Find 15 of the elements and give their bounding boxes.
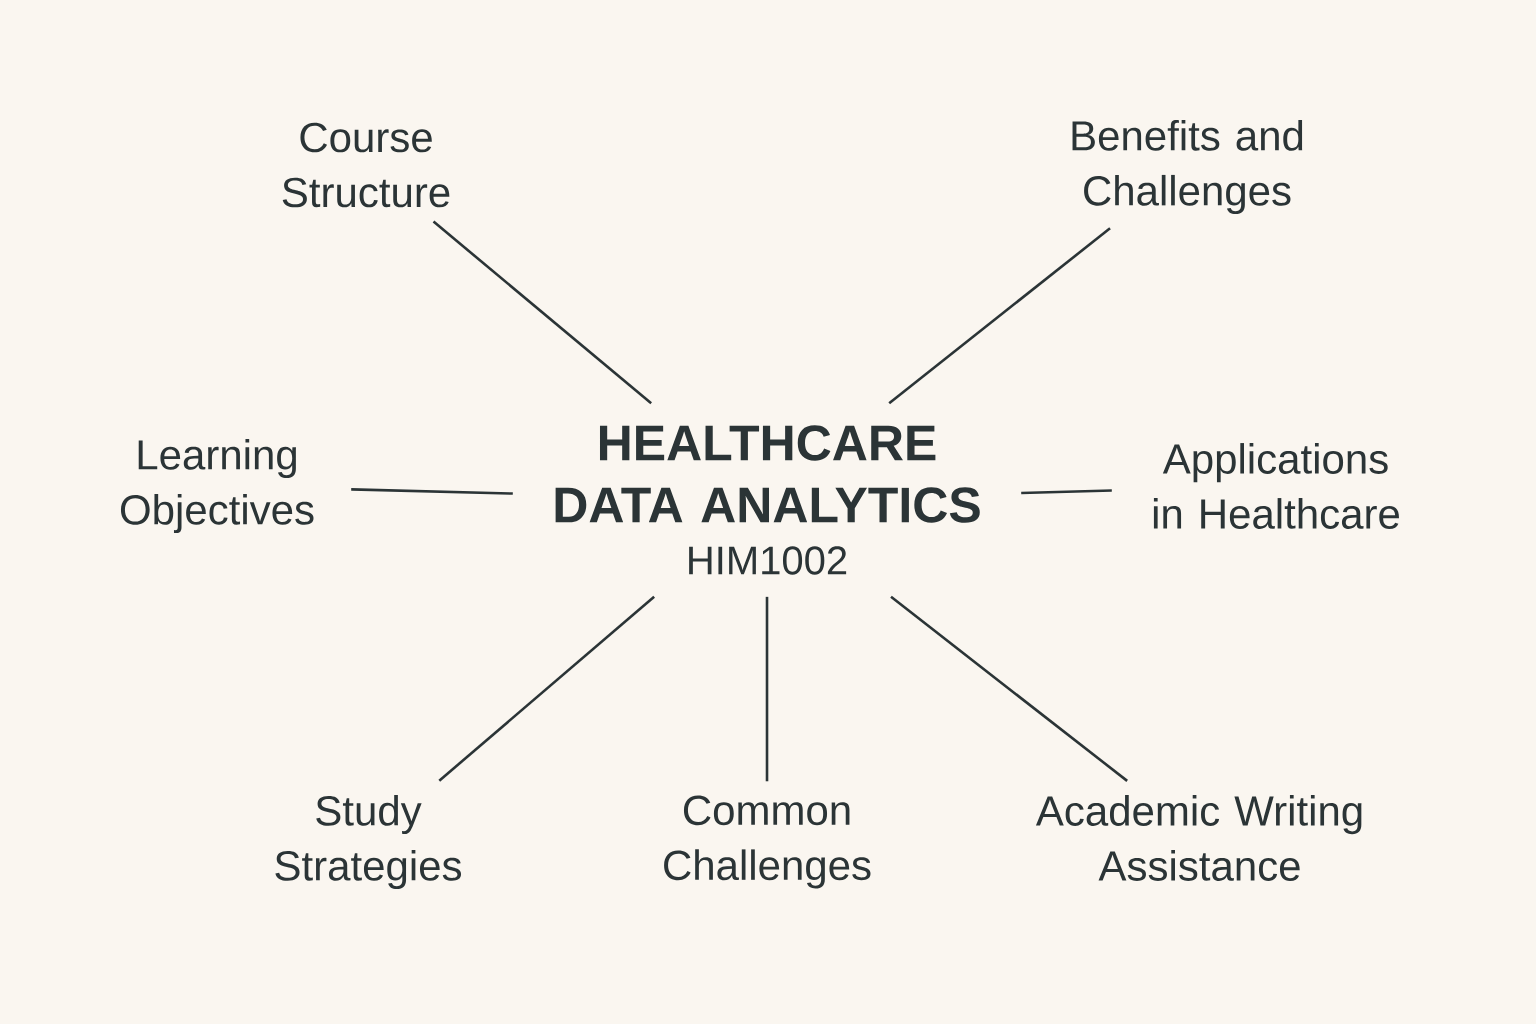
topic-label: Course Structure [282,122,450,208]
connector-line [351,488,513,495]
topic-label: Academic Writing Assistance [1035,795,1362,881]
topic-label: Learning Objectives [120,438,314,534]
topic-label: Common Challenges [664,795,871,889]
connector-line [888,227,1111,405]
topic-label: Study Strategies [275,794,461,890]
topic-label: Applications in Healthcare [1153,443,1399,529]
connector-line [890,595,1128,782]
connector-line [1021,489,1112,495]
hub-title: HEALTHCARE DATA ANALYTICS HIM1002 [555,425,980,575]
connector-line [438,595,655,782]
topic-label: Benefits and Challenges [1072,119,1303,215]
connector-line [765,596,769,782]
connector-line [432,220,653,405]
